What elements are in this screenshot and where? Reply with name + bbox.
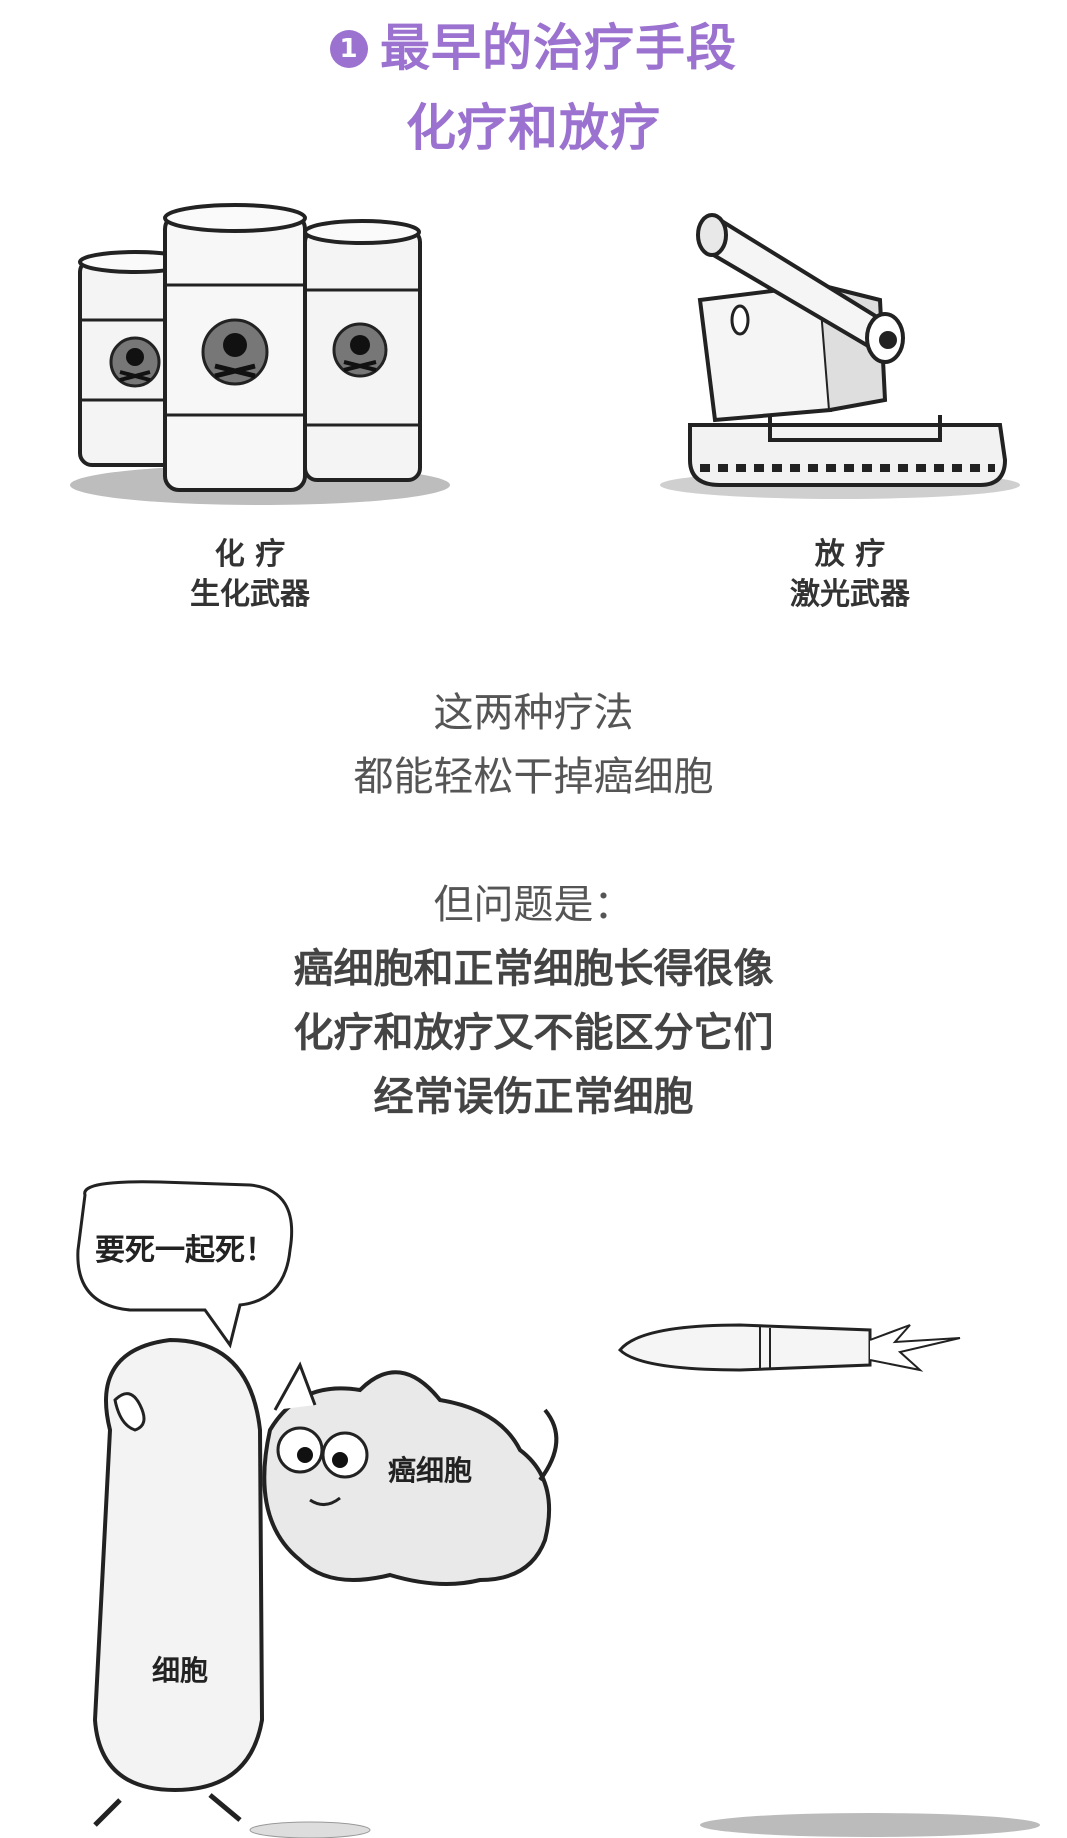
missile (617, 1323, 961, 1372)
barrel-left (78, 250, 192, 467)
problem-lead: 但问题是： (433, 882, 634, 928)
section-title: 1 最早的治疗手段 (0, 8, 1067, 80)
intro-line1: 这两种疗法 (433, 690, 634, 736)
normal-cell: 细胞 (92, 1337, 265, 1827)
chemo-desc: 生化武器 (190, 577, 310, 612)
problem-line3: 经常误伤正常细胞 (373, 1074, 694, 1120)
section-number-badge: 1 (330, 30, 368, 68)
cell-comic-illustration: 要死一起死！ 细胞 癌细胞 (76, 1180, 1040, 1838)
radio-desc: 激光武器 (790, 577, 910, 612)
section-title-line1: 最早的治疗手段 (380, 19, 737, 77)
chemo-name: 化 疗 (214, 537, 286, 572)
laser-cannon-illustration (660, 213, 1020, 499)
intro-line2: 都能轻松干掉癌细胞 (353, 754, 714, 800)
section-title-line2: 化疗和放疗 (406, 99, 661, 157)
speech-text: 要死一起死！ (95, 1233, 275, 1268)
speech-bubble: 要死一起死！ (76, 1180, 294, 1349)
cancer-cell-label: 癌细胞 (388, 1454, 472, 1487)
normal-cell-label: 细胞 (152, 1654, 208, 1687)
barrel-middle (163, 203, 307, 492)
radio-caption: 放 疗 激光武器 (750, 535, 950, 615)
toxic-barrels-illustration (70, 203, 450, 505)
problem-line1: 癌细胞和正常细胞长得很像 (293, 946, 774, 992)
radio-name: 放 疗 (814, 537, 886, 572)
barrel-right (303, 219, 422, 482)
problem-line2: 化疗和放疗又不能区分它们 (293, 1010, 774, 1056)
cancer-cell: 癌细胞 (262, 1361, 559, 1586)
chemo-caption: 化 疗 生化武器 (150, 535, 350, 615)
